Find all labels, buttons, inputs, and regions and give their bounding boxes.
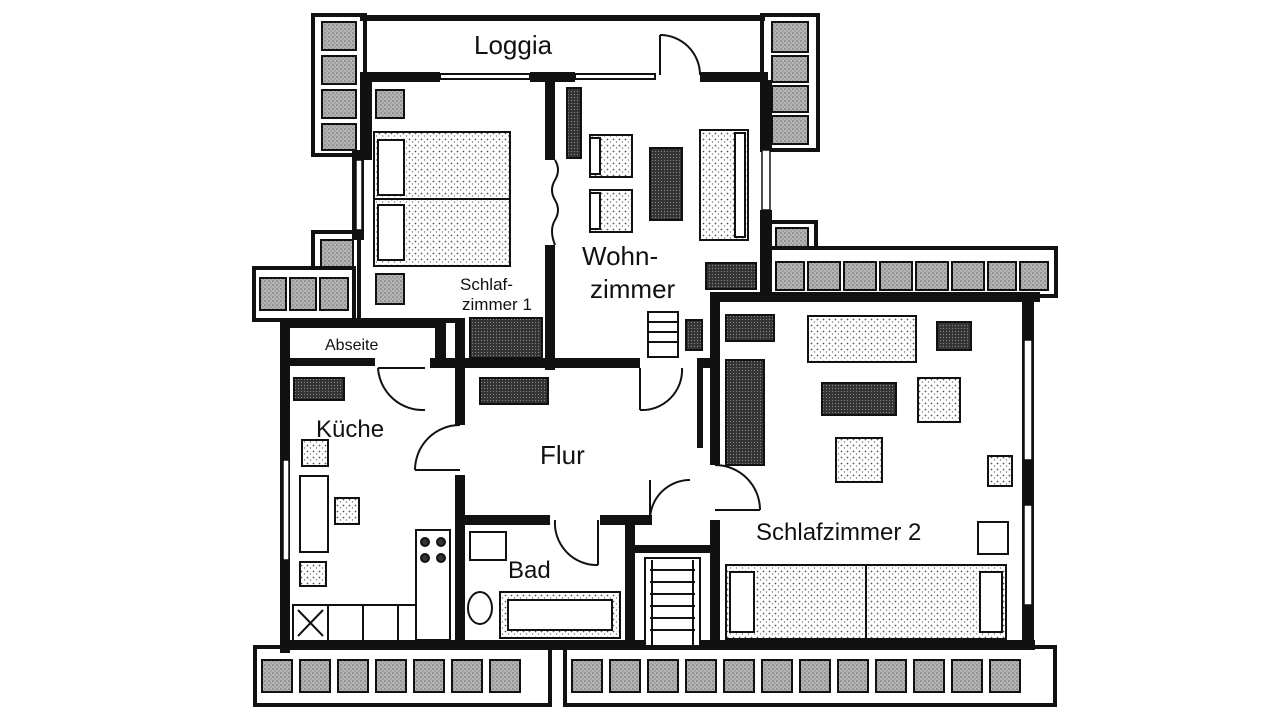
furniture bbox=[292, 87, 1013, 642]
roof-strips bbox=[252, 13, 1058, 707]
label-loggia: Loggia bbox=[474, 30, 553, 60]
label-schlafzimmer2: Schlafzimmer 2 bbox=[756, 519, 921, 546]
stairs bbox=[644, 311, 701, 647]
kitchen-table bbox=[299, 475, 329, 553]
coffee-table bbox=[649, 147, 683, 221]
room-labels: Loggia Schlaf- zimmer 1 Wohn- zimmer Abs… bbox=[316, 30, 921, 584]
sink bbox=[469, 531, 507, 561]
doors bbox=[377, 34, 761, 567]
label-abseite: Abseite bbox=[325, 337, 378, 354]
kitchen-counter bbox=[292, 604, 424, 642]
label-wohnzimmer-line2: zimmer bbox=[590, 274, 676, 304]
label-flur: Flur bbox=[540, 440, 585, 470]
sofa-2 bbox=[807, 315, 917, 363]
armchair-3 bbox=[917, 377, 961, 423]
label-kueche: Küche bbox=[316, 416, 384, 443]
label-wohnzimmer-line1: Wohn- bbox=[582, 241, 658, 271]
label-bad: Bad bbox=[508, 557, 551, 584]
toilet bbox=[467, 591, 493, 625]
armchair-4 bbox=[835, 437, 883, 483]
label-schlafzimmer1-line1: Schlaf- bbox=[460, 275, 513, 294]
label-schlafzimmer1-line2: zimmer 1 bbox=[462, 295, 532, 314]
